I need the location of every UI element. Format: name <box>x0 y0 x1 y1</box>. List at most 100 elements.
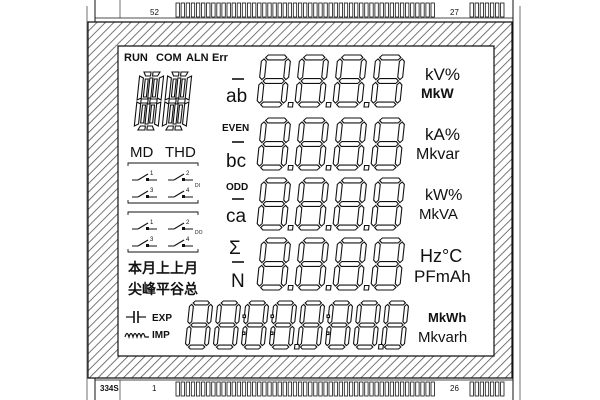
run-indicator: RUN <box>124 52 148 64</box>
err-indicator: Err <box>212 52 229 64</box>
alpha-digit-pair <box>133 71 193 131</box>
unit-hz-degc: Hz°C <box>420 246 462 266</box>
relay-number: 1 <box>150 220 154 226</box>
decimal-point <box>287 284 294 291</box>
seven-segment-digit <box>256 237 294 291</box>
seven-segment-digit <box>256 177 294 231</box>
decimal-point <box>363 284 370 291</box>
decimal-point <box>287 101 294 108</box>
relay-switch-icon: 4 <box>168 188 193 198</box>
seven-segment-digit <box>296 300 326 350</box>
phase-n-label: N <box>231 271 245 292</box>
seven-segment-digit <box>212 300 242 350</box>
di-label: DI <box>195 183 200 189</box>
phase-ca-label: ca <box>226 206 247 227</box>
tariff-period-label: 尖峰平谷总 <box>128 281 198 297</box>
odd-indicator: ODD <box>226 182 248 193</box>
relay-switch-icon: 4 <box>168 237 193 247</box>
decimal-point <box>287 164 294 171</box>
decimal-point <box>363 101 370 108</box>
seven-segment-digit <box>240 300 270 350</box>
seven-segment-digit <box>370 117 405 171</box>
seven-segment-rows <box>184 54 410 350</box>
pin-row-bottom <box>175 381 505 397</box>
alpha-numeric-digit <box>133 71 165 131</box>
seven-segment-digit <box>324 300 354 350</box>
pin-label-bottom-left: 1 <box>152 384 157 393</box>
relay-switch-icon: 3 <box>132 188 157 198</box>
colon-dot <box>242 314 247 319</box>
tariff-month-label: 本月上上月 <box>128 260 198 276</box>
seven-segment-digit <box>332 117 370 171</box>
exp-indicator: EXP <box>152 313 172 324</box>
seven-segment-digit <box>332 177 370 231</box>
md-indicator: MD <box>130 144 153 161</box>
pin-label-top-left: 52 <box>150 8 159 17</box>
di-switch-block: 1 2 3 4 DI <box>127 162 200 204</box>
inductor-icon <box>124 332 149 340</box>
aln-indicator: ALN <box>186 52 209 64</box>
unit-mkvar: Mkvar <box>416 146 460 163</box>
seven-segment-digit <box>332 54 370 108</box>
unit-kw-percent: kW% <box>425 187 462 204</box>
relay-switch-icon: 1 <box>132 171 157 181</box>
phase-ab-label: ab <box>226 86 247 107</box>
seven-segment-digit <box>256 117 294 171</box>
relay-number: 3 <box>150 188 154 194</box>
seven-segment-digit <box>268 300 301 350</box>
unit-ka-percent: kA% <box>425 125 460 144</box>
colon-dot <box>270 314 275 319</box>
lcd-glass-frame <box>87 21 513 379</box>
relay-number: 3 <box>150 237 154 243</box>
relay-number: 2 <box>186 220 190 226</box>
decimal-point <box>377 343 385 350</box>
seven-segment-digit <box>294 117 332 171</box>
relay-switch-icon: 3 <box>132 237 157 247</box>
relay-switch-icon: 2 <box>168 220 193 230</box>
seven-segment-digit <box>184 300 214 350</box>
seven-segment-digit <box>370 237 405 291</box>
seven-segment-digit <box>380 300 410 350</box>
relay-number: 4 <box>186 237 190 243</box>
thd-indicator: THD <box>165 144 196 161</box>
pin-label-top-right: 27 <box>450 8 459 17</box>
unit-mkva: MkVA <box>419 206 458 223</box>
unit-mkwh: MkWh <box>428 310 466 325</box>
decimal-point <box>325 284 332 291</box>
decimal-point <box>363 164 370 171</box>
decimal-point <box>325 164 332 171</box>
seven-segment-digit <box>294 237 332 291</box>
decimal-point <box>287 224 294 231</box>
do-switch-block: 1 2 3 4 DO <box>127 211 203 253</box>
even-indicator: EVEN <box>222 123 249 134</box>
sigma-indicator: Σ <box>229 238 241 259</box>
seven-segment-digit <box>370 177 405 231</box>
decimal-point <box>363 224 370 231</box>
unit-pfmah: PFmAh <box>414 267 471 286</box>
decimal-point <box>293 343 301 350</box>
decimal-point <box>325 224 332 231</box>
colon-dot <box>269 331 274 336</box>
seven-segment-digit <box>352 300 385 350</box>
relay-number: 2 <box>186 171 190 177</box>
unit-kv-percent: kV% <box>425 65 460 84</box>
colon-dot <box>326 314 331 319</box>
relay-switch-icon: 1 <box>132 220 157 230</box>
seven-segment-digit <box>370 54 405 108</box>
seven-segment-digit <box>294 177 332 231</box>
model-label: 334S <box>100 384 119 393</box>
unit-mkvarh: Mkvarh <box>418 329 467 346</box>
imp-indicator: IMP <box>152 330 170 341</box>
alpha-numeric-digit <box>161 71 193 131</box>
decimal-point <box>325 101 332 108</box>
colon-dot <box>325 331 330 336</box>
colon-dot <box>241 331 246 336</box>
phase-bc-label: bc <box>226 151 246 172</box>
unit-mkw: MkW <box>421 85 454 101</box>
capacitor-icon <box>126 311 146 323</box>
relay-number: 1 <box>150 171 154 177</box>
do-label: DO <box>195 230 203 236</box>
seven-segment-digit <box>332 237 370 291</box>
seven-segment-digit <box>256 54 294 108</box>
